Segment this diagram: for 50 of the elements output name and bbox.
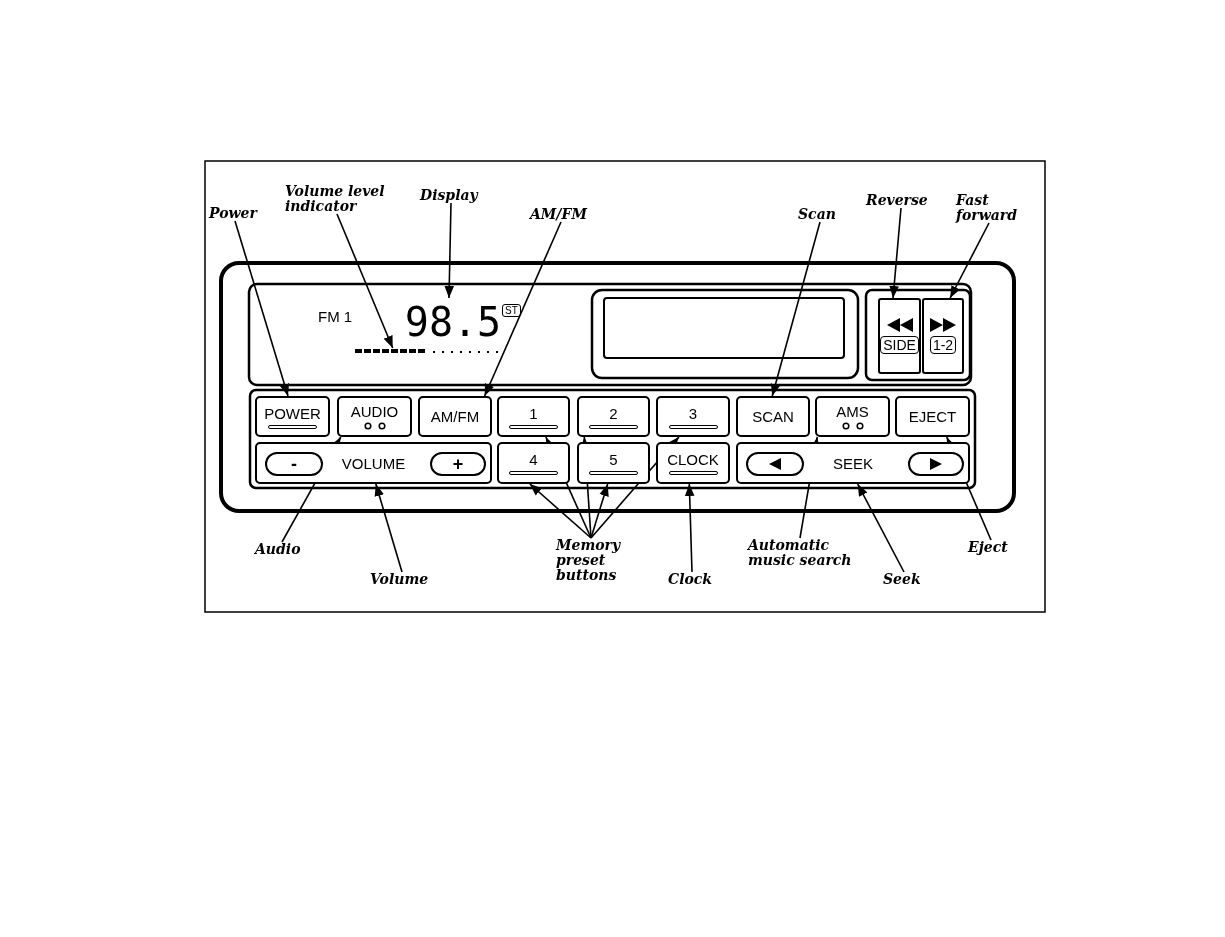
leader-line: [281, 436, 342, 543]
leader-line: [336, 213, 394, 349]
volume-control-panel: [255, 442, 492, 484]
leader-line: [684, 483, 695, 573]
scan-button: SCAN: [736, 396, 810, 437]
callout-text: Automatic music search: [748, 538, 852, 568]
leader-line: [529, 483, 592, 539]
callout-text: Memory preset buttons: [556, 538, 626, 583]
audio-button: AUDIO: [337, 396, 412, 437]
volume-down-button: -: [265, 452, 323, 476]
callout-text: Power: [209, 206, 261, 221]
leader-line: [590, 436, 680, 539]
band-indicator: FM 1: [318, 308, 353, 325]
volume-up-button: +: [430, 452, 486, 476]
callout-text: Volume: [370, 572, 434, 587]
leader-line: [483, 221, 562, 397]
leader-line: [889, 207, 902, 299]
leader-line: [234, 220, 290, 397]
stereo-indicator: ST: [502, 304, 521, 317]
leader-line: [770, 221, 821, 397]
leader-line: [856, 483, 905, 573]
ams-button: AMS: [815, 396, 890, 437]
preset-button: 1: [497, 396, 570, 437]
eject-button: EJECT: [895, 396, 970, 437]
preset-button: 3: [656, 396, 730, 437]
callout-text: Clock: [668, 572, 716, 587]
preset-button: 4: [497, 442, 570, 484]
clock-button: CLOCK: [656, 442, 730, 484]
callout-text: Volume level indicator: [285, 184, 389, 214]
seek-control-panel: [736, 442, 970, 484]
callout-text: Scan: [798, 207, 842, 222]
callout-text: AM/FM: [530, 207, 592, 222]
preset-button: 5: [577, 442, 650, 484]
power-button: POWER: [255, 396, 330, 437]
preset-button: 2: [577, 396, 650, 437]
leader-line: [444, 202, 455, 299]
callout-text: Seek: [883, 572, 925, 587]
leader-line: [374, 483, 403, 573]
callout-text: Audio: [255, 542, 309, 557]
band-button: AM/FM: [418, 396, 492, 437]
callout-text: Eject: [968, 540, 1014, 555]
volume-label: VOLUME: [341, 455, 406, 472]
fast-forward-button: 1-2: [922, 298, 964, 374]
seek-label: SEEK: [833, 455, 873, 472]
callout-text: Reverse: [866, 193, 936, 208]
leader-line: [949, 222, 990, 299]
callout-text: Display: [420, 188, 482, 203]
reverse-button: SIDE: [878, 298, 921, 374]
frequency-readout: 98.5: [403, 298, 503, 346]
callout-text: Fast forward: [956, 193, 1022, 223]
